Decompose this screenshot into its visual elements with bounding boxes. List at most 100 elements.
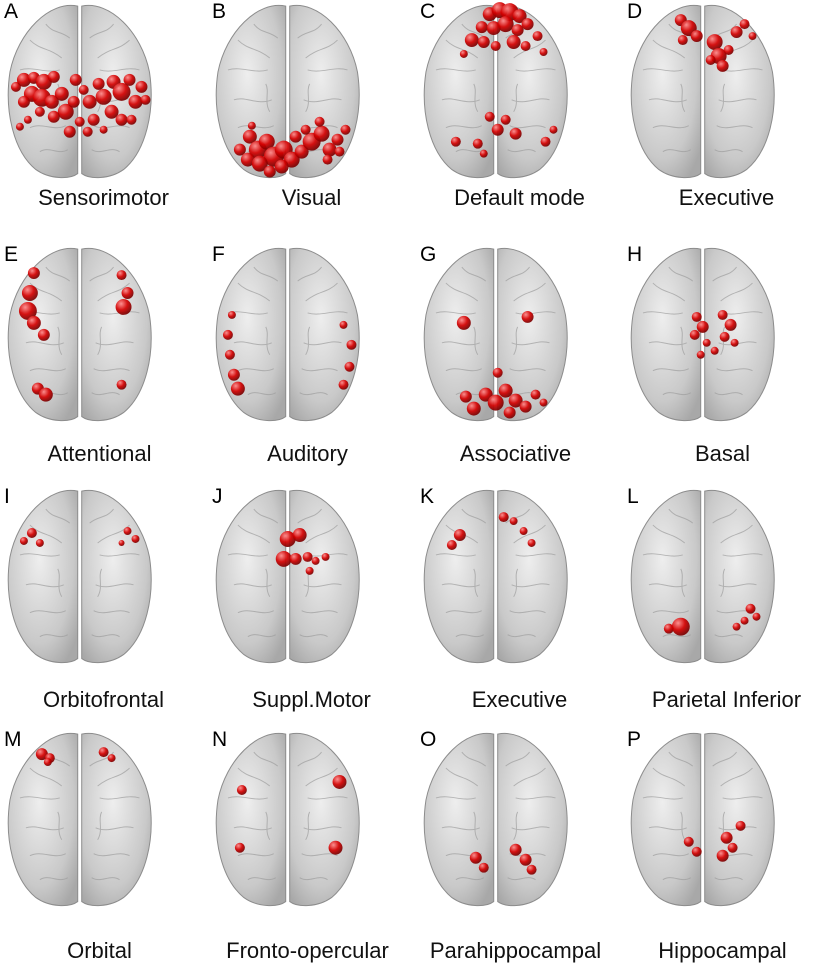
network-node xyxy=(705,54,716,65)
network-node xyxy=(234,842,245,853)
network-nodes xyxy=(446,512,536,550)
network-node xyxy=(274,159,289,174)
network-node xyxy=(69,73,82,86)
panel-n: N Fronto-opercular xyxy=(208,728,415,970)
network-node xyxy=(740,616,749,625)
network-nodes xyxy=(233,116,351,178)
network-node xyxy=(453,529,466,541)
network-node xyxy=(15,122,24,131)
network-node xyxy=(526,864,537,875)
network-node xyxy=(74,116,85,127)
network-node xyxy=(131,535,140,543)
right-hemisphere xyxy=(289,247,360,422)
network-node xyxy=(691,311,702,322)
network-nodes xyxy=(456,310,548,419)
network-node xyxy=(506,35,521,50)
right-hemisphere xyxy=(289,732,360,907)
panel-letter: N xyxy=(212,728,228,751)
network-node xyxy=(459,390,472,403)
network-node xyxy=(115,113,128,126)
network-node xyxy=(82,126,93,137)
network-node xyxy=(491,123,504,136)
network-node xyxy=(696,350,705,359)
network-node xyxy=(339,320,348,329)
network-node xyxy=(140,94,151,105)
network-node xyxy=(289,130,302,143)
panel-letter: B xyxy=(212,0,227,23)
network-nodes xyxy=(234,775,347,855)
network-node xyxy=(716,849,729,862)
network-node xyxy=(233,143,246,156)
right-hemisphere xyxy=(704,489,775,664)
network-node xyxy=(314,116,325,127)
brain-render xyxy=(7,4,152,179)
network-node xyxy=(44,94,59,109)
panel-caption: Orbitofrontal xyxy=(42,687,165,712)
network-node xyxy=(727,842,738,853)
network-node xyxy=(54,86,69,101)
network-node xyxy=(322,154,333,165)
network-node xyxy=(519,527,528,536)
brain-render xyxy=(215,489,360,664)
left-hemisphere xyxy=(630,4,702,179)
network-node xyxy=(87,113,100,126)
network-node xyxy=(313,125,330,142)
network-node xyxy=(10,81,21,92)
network-node xyxy=(116,270,127,281)
brain-render xyxy=(630,247,775,422)
network-node xyxy=(98,747,109,758)
network-node xyxy=(509,843,522,856)
gyri-texture xyxy=(642,266,763,396)
gyri-texture xyxy=(642,508,763,638)
network-node xyxy=(509,517,518,526)
network-node xyxy=(26,315,41,330)
network-node xyxy=(723,45,734,55)
panel-caption: Visual xyxy=(281,185,342,210)
brain-render xyxy=(215,247,360,422)
network-node xyxy=(35,538,44,547)
brain-render xyxy=(423,489,568,664)
network-node xyxy=(43,758,52,767)
network-node xyxy=(242,129,257,144)
network-node xyxy=(135,80,148,93)
network-node xyxy=(720,831,733,844)
network-node xyxy=(730,338,739,347)
network-node xyxy=(289,552,302,565)
panel-letter: E xyxy=(4,243,19,266)
network-node xyxy=(263,165,276,178)
network-node xyxy=(128,94,143,109)
network-nodes xyxy=(10,70,151,138)
network-node xyxy=(332,775,347,789)
panel-caption: Fronto-opercular xyxy=(226,937,389,963)
brain-render xyxy=(215,732,360,907)
network-node xyxy=(17,95,30,108)
network-node xyxy=(500,114,511,125)
gyri-texture xyxy=(642,751,763,881)
gyri-texture xyxy=(435,508,556,638)
left-hemisphere xyxy=(423,732,495,907)
network-node xyxy=(469,851,482,864)
left-hemisphere xyxy=(423,247,495,422)
network-node xyxy=(671,617,690,636)
gyri-texture xyxy=(227,508,348,638)
network-node xyxy=(123,73,136,86)
network-node xyxy=(115,298,132,315)
network-node xyxy=(702,338,711,347)
network-node xyxy=(292,528,307,542)
network-node xyxy=(121,287,134,299)
panel-caption: Hippocampal xyxy=(658,937,787,963)
brain-render xyxy=(630,732,775,907)
panel-letter: K xyxy=(420,485,435,508)
network-node xyxy=(251,155,268,172)
network-node xyxy=(95,88,112,105)
panel-letter: J xyxy=(212,485,223,508)
network-node xyxy=(690,30,703,43)
